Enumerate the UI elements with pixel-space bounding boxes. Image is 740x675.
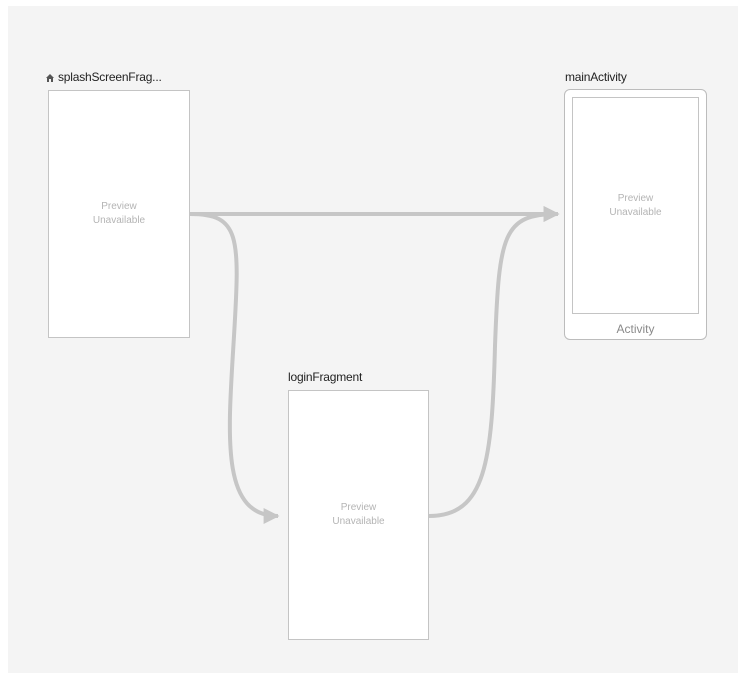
main-device-screen: Preview Unavailable bbox=[572, 97, 699, 314]
main-preview-placeholder: Preview Unavailable bbox=[573, 192, 698, 220]
main-destination-title: mainActivity bbox=[565, 70, 627, 84]
preview-label: Preview bbox=[340, 502, 377, 513]
main-destination-label: mainActivity bbox=[565, 70, 627, 84]
splash-destination-node[interactable]: Preview Unavailable bbox=[48, 90, 190, 338]
login-destination-label: loginFragment bbox=[288, 370, 363, 384]
splash-destination-label: splashScreenFrag... bbox=[58, 70, 162, 84]
action-splash-to-login[interactable] bbox=[189, 212, 280, 524]
action-login-to-main[interactable] bbox=[428, 206, 560, 518]
preview-label: Preview bbox=[617, 192, 654, 204]
splash-preview-placeholder: Preview Unavailable bbox=[49, 200, 189, 228]
preview-label: Preview bbox=[101, 201, 137, 212]
home-icon bbox=[46, 74, 54, 82]
login-destination-title: loginFragment bbox=[288, 370, 362, 384]
login-destination-node[interactable]: Preview Unavailable bbox=[288, 390, 429, 640]
preview-unavailable-label: Unavailable bbox=[92, 215, 146, 226]
navigation-graph-canvas[interactable]: splashScreenFrag... Preview Unavailable … bbox=[8, 6, 738, 673]
preview-unavailable-label: Unavailable bbox=[332, 516, 385, 527]
splash-destination-title: splashScreenFrag... bbox=[46, 70, 162, 84]
preview-unavailable-label: Unavailable bbox=[609, 206, 662, 218]
activity-type-caption: Activity bbox=[616, 322, 655, 336]
main-destination-node[interactable]: Preview Unavailable Activity bbox=[564, 89, 707, 340]
login-preview-placeholder: Preview Unavailable bbox=[289, 501, 428, 529]
